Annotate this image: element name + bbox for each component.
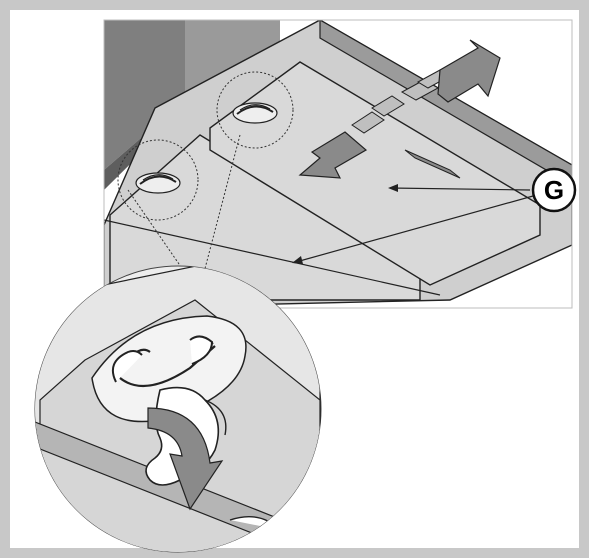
slot [351, 111, 385, 134]
rotate-down-arrow-icon [147, 407, 224, 511]
detail-circle [117, 139, 199, 221]
arrow-out-icon [437, 39, 501, 103]
filter-panel-right [209, 61, 541, 286]
leader-line [389, 187, 531, 191]
hood-edge [319, 20, 572, 186]
light-strip [404, 149, 461, 179]
leader-line [295, 195, 534, 263]
magnified-detail [34, 265, 322, 553]
front-strip [35, 419, 321, 552]
detail-circle [216, 71, 294, 149]
clip-handle-icon [135, 172, 181, 194]
clip-handle-icon [232, 102, 278, 124]
slot [371, 95, 405, 117]
arrow-in-icon [298, 131, 368, 179]
wall-panel [104, 20, 185, 170]
callout-label: G [544, 175, 564, 205]
hood-view [104, 20, 572, 308]
callout-g: G [531, 167, 577, 213]
